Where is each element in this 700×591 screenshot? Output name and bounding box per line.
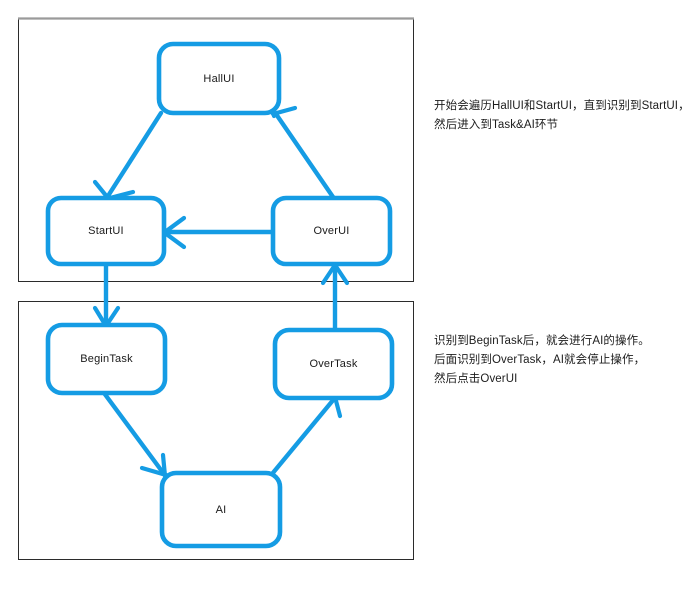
edge-overtask-to-overui xyxy=(320,262,350,333)
node-startui[interactable] xyxy=(45,195,167,267)
node-overtask[interactable] xyxy=(272,327,395,401)
nodes xyxy=(45,41,395,549)
edge-begintask-to-ai xyxy=(101,390,169,479)
annotation-task-flow: 识别到BeginTask后，就会进行AI的操作。 后面识别到OverTask，A… xyxy=(434,335,650,385)
node-begintask[interactable] xyxy=(45,322,168,396)
node-ai[interactable] xyxy=(159,470,283,549)
edge-overui-to-startui xyxy=(162,215,276,250)
annotation-ui-flow: 开始会遍历HallUI和StartUI，直到识别到StartUI， 然后进入到T… xyxy=(434,100,690,131)
node-overui[interactable] xyxy=(270,195,393,267)
node-hallui[interactable] xyxy=(156,41,282,116)
